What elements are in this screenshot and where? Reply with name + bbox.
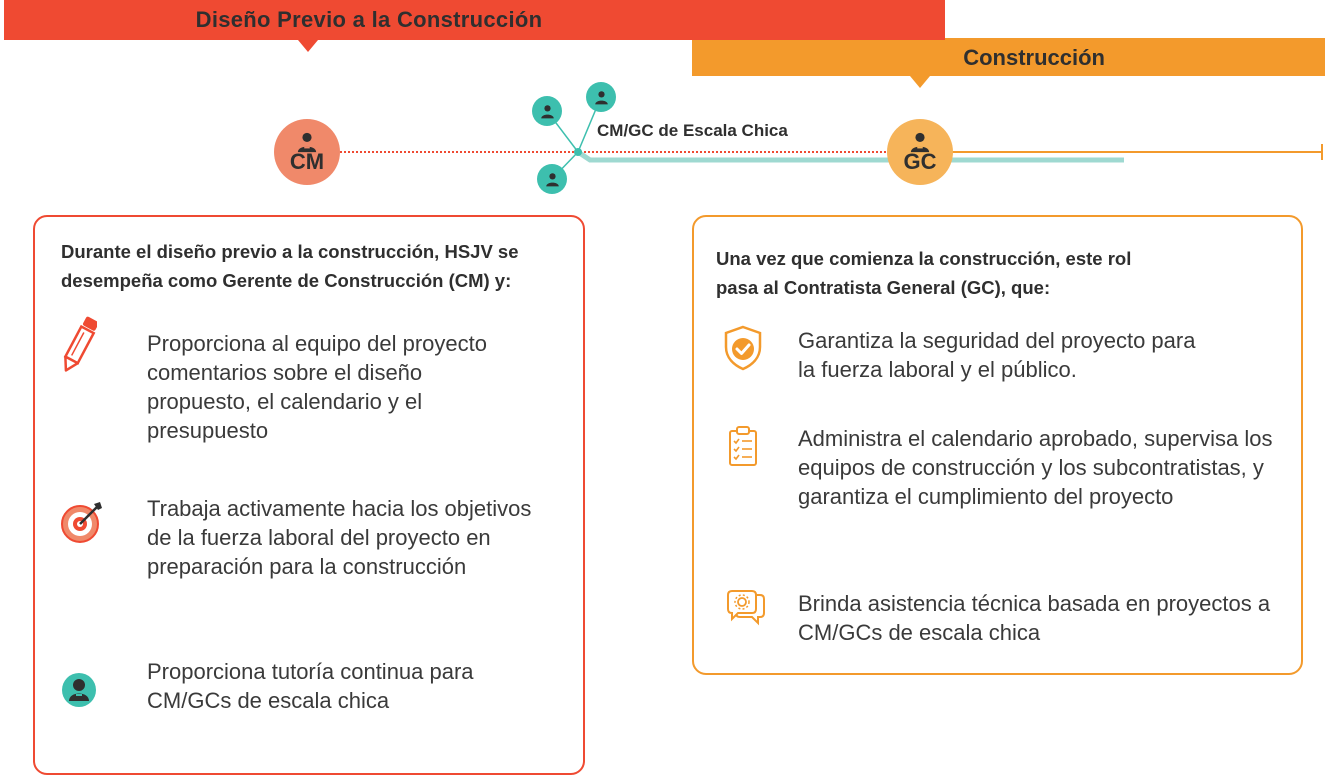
small-firm-node <box>532 96 562 126</box>
cm-item-text: Proporciona al equipo del proyecto comen… <box>147 331 488 443</box>
gc-item-text: Administra el calendario aprobado, super… <box>798 426 1273 509</box>
small-firms-timeline-line <box>576 149 1124 163</box>
person-icon <box>594 90 608 104</box>
preconstruction-phase-banner: Diseño Previo a la Construcción <box>4 0 945 40</box>
support-chat-icon <box>726 589 766 632</box>
cm-item-text: Trabaja activamente hacia los objetivos … <box>147 496 532 579</box>
shield-check-icon <box>723 325 763 376</box>
cm-node-code: CM <box>289 149 325 174</box>
cm-card-intro: Durante el diseño previo a la construcci… <box>61 241 519 291</box>
gc-item-text: Garantiza la seguridad del proyecto para… <box>798 328 1196 382</box>
gc-node: GC <box>887 119 953 185</box>
small-firm-node <box>537 164 567 194</box>
person-icon <box>910 132 930 153</box>
person-icon <box>540 104 554 118</box>
small-firms-label: CM/GC de Escala Chica <box>595 121 790 141</box>
gc-node-code: GC <box>903 149 937 174</box>
cm-item-text: Proporciona tutoría continua para CM/GCs… <box>147 659 474 713</box>
small-firm-node <box>586 82 616 112</box>
person-icon <box>61 672 97 713</box>
preconstruction-banner-pointer <box>298 40 318 52</box>
construction-phase-label: Construcción <box>963 45 1105 70</box>
construction-banner-pointer <box>910 76 930 88</box>
pencil-icon <box>63 312 99 381</box>
construction-phase-banner: Construcción <box>692 38 1325 76</box>
preconstruction-phase-label: Diseño Previo a la Construcción <box>195 7 543 32</box>
clipboard-checklist-icon <box>728 425 758 472</box>
target-icon <box>60 500 104 549</box>
person-icon <box>545 172 559 186</box>
cm-role-card: Durante el diseño previo a la construcci… <box>33 215 585 775</box>
person-icon <box>297 132 317 153</box>
small-firms-hub <box>574 148 582 156</box>
timeline <box>300 96 1323 180</box>
gc-item-text: Brinda asistencia técnica basada en proy… <box>798 591 1271 645</box>
gc-card-intro: Una vez que comienza la construcción, es… <box>716 248 1132 298</box>
cm-node: CM <box>274 119 340 185</box>
gc-role-card: Una vez que comienza la construcción, es… <box>692 215 1303 675</box>
